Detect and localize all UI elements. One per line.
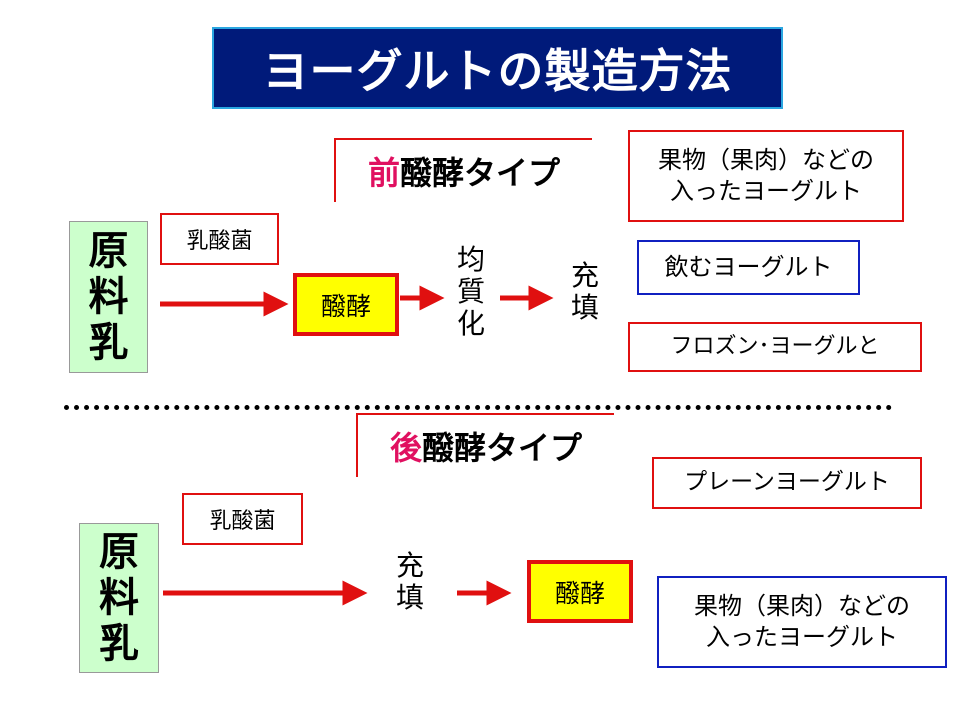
pre-ferment-label: 醱酵 xyxy=(320,291,371,321)
post-product-fruit-yogurt: 果物（果肉）などの 入ったヨーグルト xyxy=(657,576,947,668)
post-milk-char-3: 乳 xyxy=(99,621,139,667)
pre-homogenization-step: 均 質 化 xyxy=(451,243,491,341)
post-ferment-label: 醱酵 xyxy=(554,578,605,608)
post-type-accent: 後 xyxy=(389,429,422,467)
pre-milk-char-2: 料 xyxy=(88,274,129,320)
pre-product-fruit-yogurt: 果物（果肉）などの 入ったヨーグルト xyxy=(628,130,904,222)
post-fill-char-1: 充 xyxy=(395,549,424,582)
pre-milk-char-3: 乳 xyxy=(88,320,129,366)
pre-homogenize-char-2: 質 xyxy=(456,275,485,309)
post-milk-char-1: 原 xyxy=(99,529,139,575)
post-fruit-line2: 入ったヨーグルト xyxy=(706,623,898,651)
pre-homogenize-char-1: 均 xyxy=(456,243,485,276)
pre-fermentation-step: 醱酵 xyxy=(293,273,399,336)
pre-product-frozen-yogurt: フロズン･ヨーグルと xyxy=(628,322,922,372)
pre-fruit-line2: 入ったヨーグルト xyxy=(670,177,862,205)
post-fermentation-step: 醱酵 xyxy=(527,560,633,623)
pre-fill-char-2: 填 xyxy=(570,291,599,325)
pre-raw-milk-box: 原 料 乳 xyxy=(69,221,148,373)
pre-product-drink-yogurt: 飲むヨーグルト xyxy=(637,240,860,295)
pre-type-rest: 醱酵タイプ xyxy=(400,154,561,192)
post-type-rest: 醱酵タイプ xyxy=(422,429,583,467)
pre-fermentation-type-label: 前醱酵タイプ xyxy=(334,138,592,202)
post-raw-milk-box: 原 料 乳 xyxy=(79,523,159,673)
post-milk-char-2: 料 xyxy=(99,575,139,621)
post-fruit-line1: 果物（果肉）などの xyxy=(694,591,910,620)
pre-lactic-bacteria-box: 乳酸菌 xyxy=(160,213,279,265)
pre-filling-step: 充 填 xyxy=(565,259,605,325)
pre-bacteria-label: 乳酸菌 xyxy=(186,229,253,254)
pre-frozen-label: フロズン･ヨーグルと xyxy=(670,333,880,359)
post-bacteria-label: 乳酸菌 xyxy=(209,509,276,534)
post-fermentation-type-label: 後醱酵タイプ xyxy=(356,413,614,477)
page-title: ヨーグルトの製造方法 xyxy=(212,27,783,109)
post-lactic-bacteria-box: 乳酸菌 xyxy=(182,493,303,545)
pre-milk-char-1: 原 xyxy=(88,228,129,274)
pre-drink-label: 飲むヨーグルト xyxy=(664,252,833,281)
post-plain-label: プレーンヨーグルト xyxy=(684,469,890,496)
pre-fill-char-1: 充 xyxy=(570,259,599,292)
pre-type-accent: 前 xyxy=(367,154,400,192)
post-fill-char-2: 填 xyxy=(395,581,424,615)
post-product-plain-yogurt: プレーンヨーグルト xyxy=(652,457,922,509)
pre-homogenize-char-3: 化 xyxy=(456,307,485,341)
pre-fruit-line1: 果物（果肉）などの xyxy=(658,145,874,174)
section-divider xyxy=(64,405,892,410)
post-filling-step: 充 填 xyxy=(390,549,430,615)
